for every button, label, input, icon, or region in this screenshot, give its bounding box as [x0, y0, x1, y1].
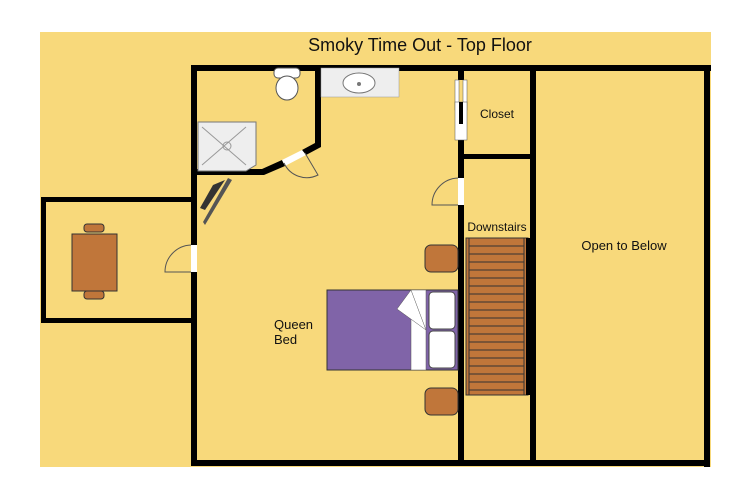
door-downstairs[interactable]	[431, 177, 464, 206]
door-bathroom[interactable]	[282, 150, 319, 179]
label-open-to-below: Open to Below	[581, 238, 667, 253]
toilet-icon	[273, 67, 301, 101]
dining-table-icon	[71, 223, 118, 300]
closet-sliding-door[interactable]	[454, 79, 468, 141]
shower-icon	[197, 121, 257, 172]
walls	[41, 65, 711, 467]
floor-background	[40, 32, 711, 467]
tv-icon	[200, 178, 232, 225]
nightstand-bottom	[424, 387, 459, 416]
label-queen: Queen	[274, 317, 313, 332]
staircase	[465, 237, 530, 396]
label-bed: Bed	[274, 332, 297, 347]
sink-icon	[320, 67, 400, 98]
queen-bed-icon	[326, 289, 459, 371]
label-downstairs: Downstairs	[467, 220, 526, 234]
plan-title: Smoky Time Out - Top Floor	[308, 35, 532, 55]
door-left-room[interactable]	[164, 244, 197, 273]
nightstand-top	[424, 244, 459, 273]
label-closet: Closet	[480, 107, 515, 121]
